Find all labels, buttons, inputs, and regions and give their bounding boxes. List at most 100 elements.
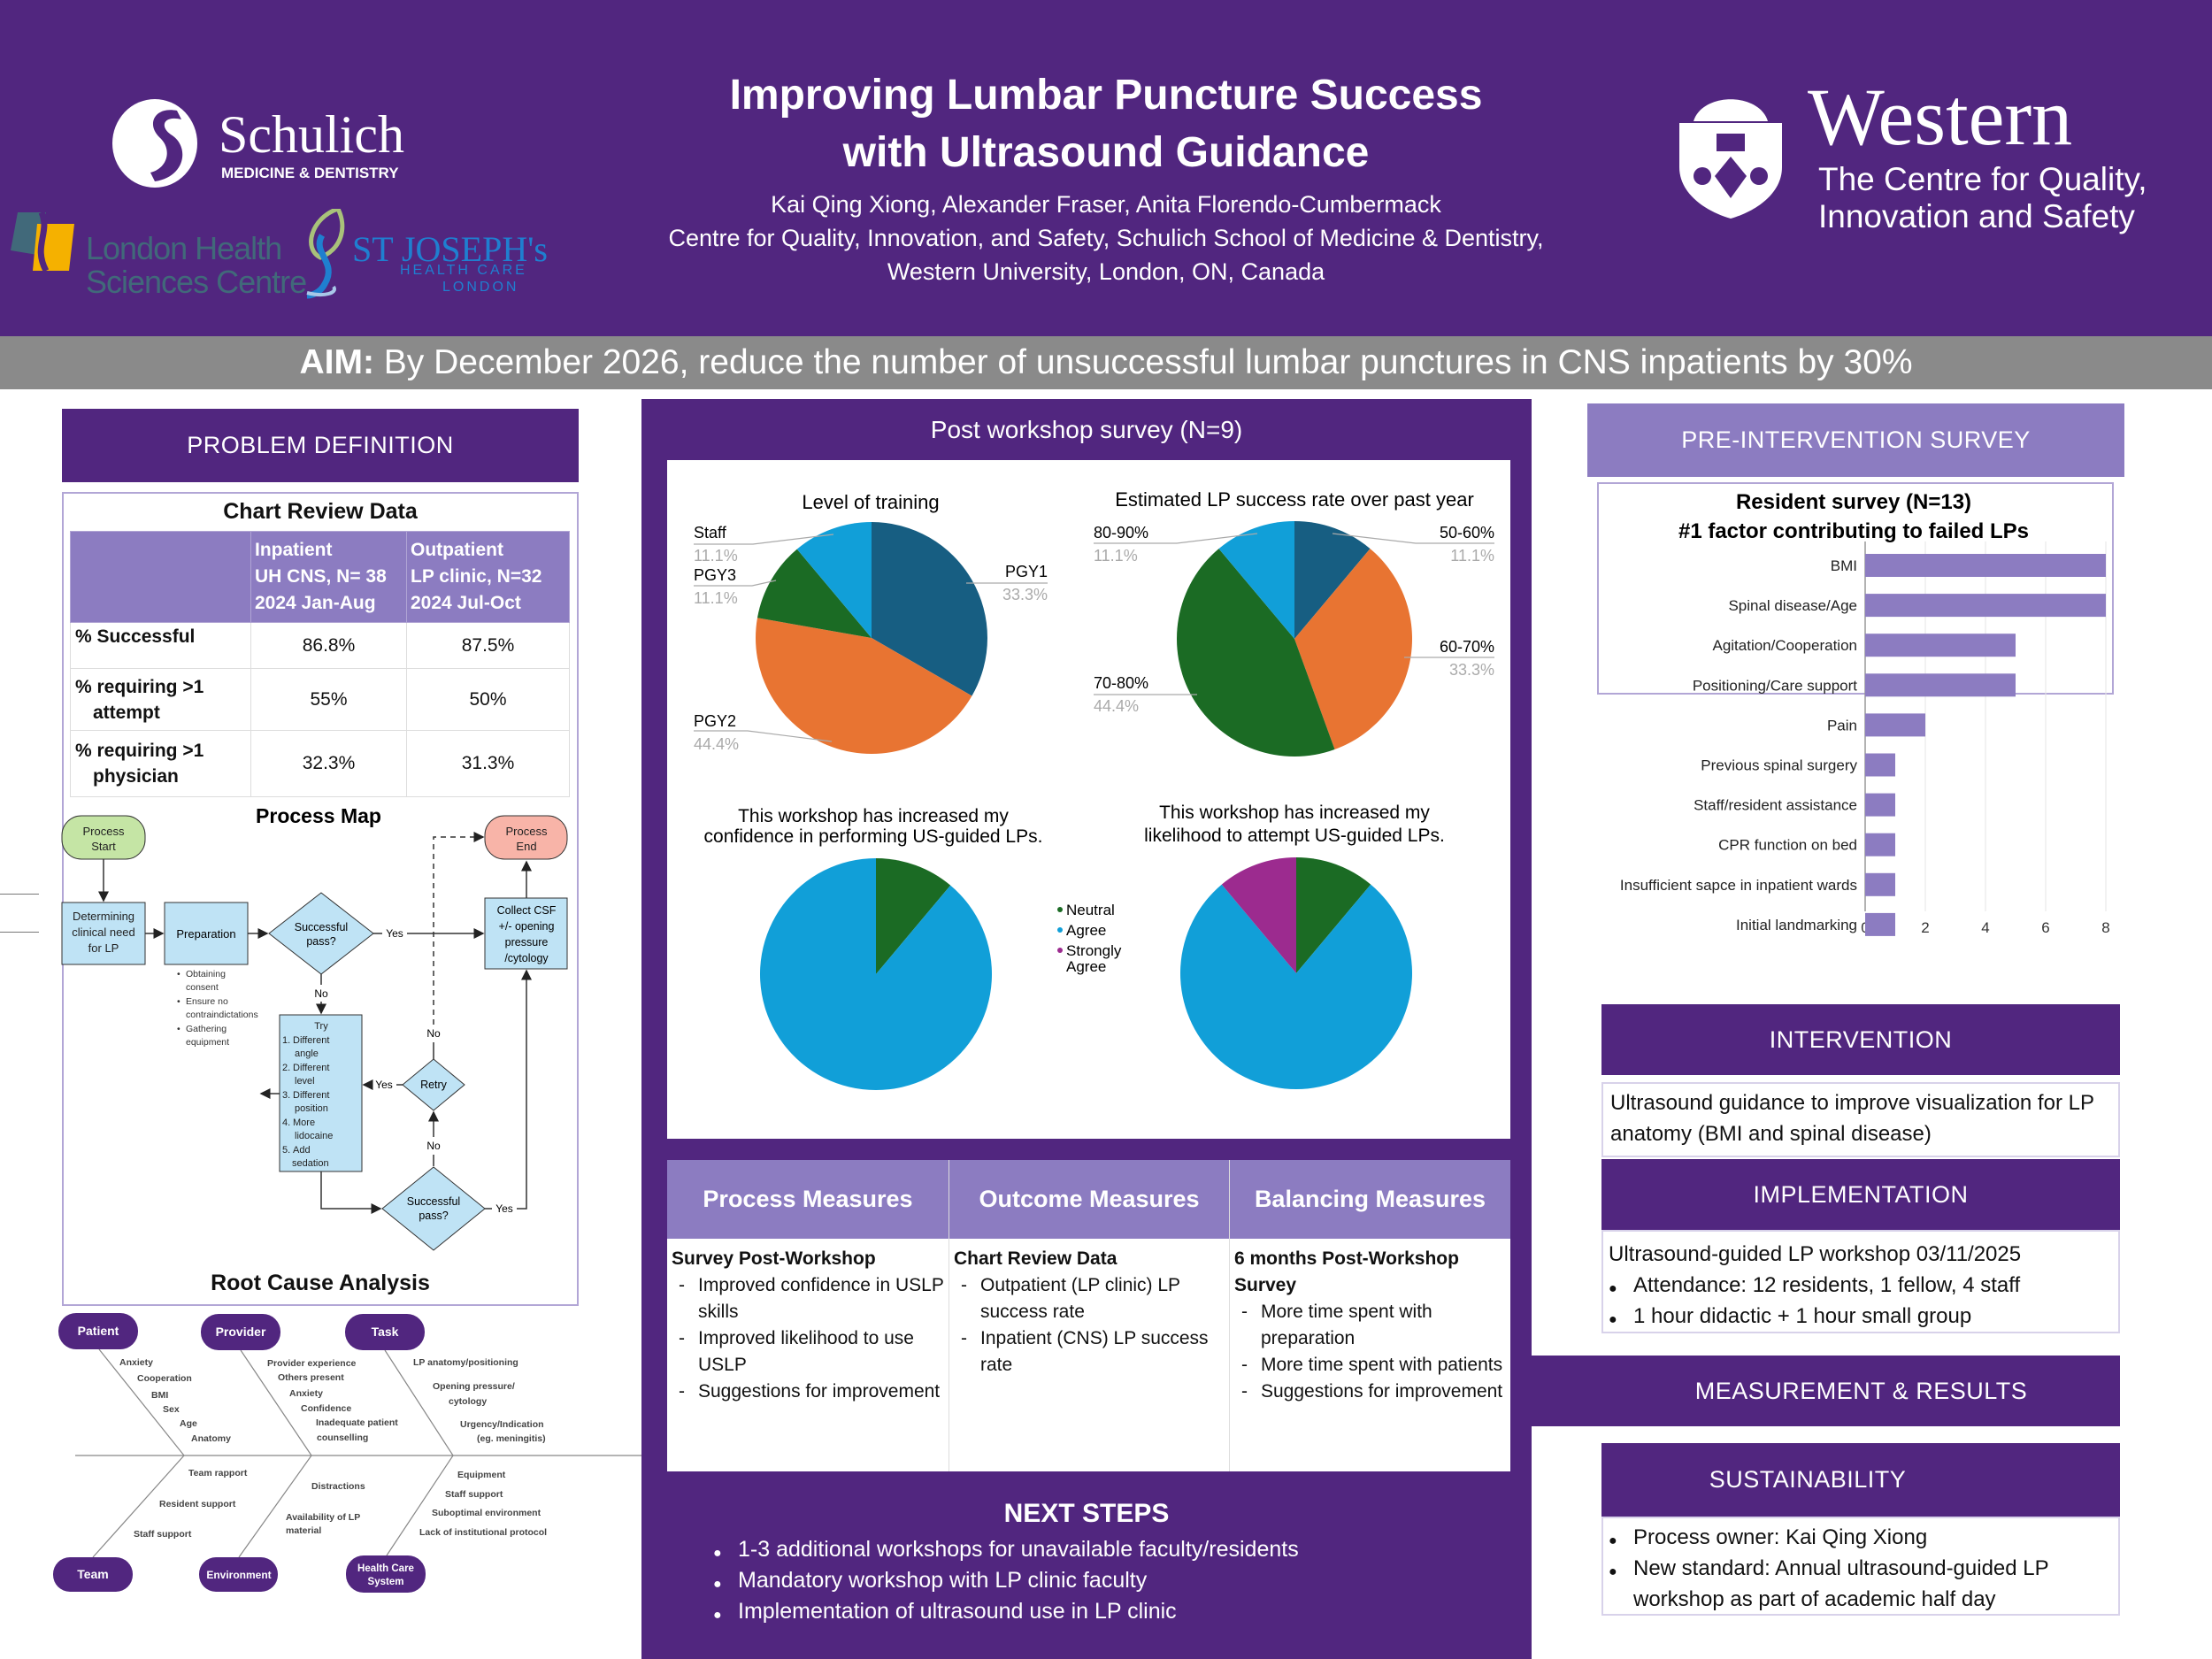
poster-authors: Kai Qing Xiong, Alexander Fraser, Anita … xyxy=(771,191,1441,218)
poster-affiliation-1: Centre for Quality, Innovation, and Safe… xyxy=(668,225,1544,251)
lhsc-logo-icon xyxy=(11,211,74,273)
header-line: UH CNS, N= 38 xyxy=(255,566,387,587)
pie-slice-pgy1 xyxy=(872,522,987,696)
category-label: Provider xyxy=(216,1325,266,1339)
lhsc-logo-text-2: Sciences Centre xyxy=(86,264,307,300)
cell-value: 31.3% xyxy=(406,730,570,797)
pie-slice-staff xyxy=(796,522,872,638)
cause-label: Sex xyxy=(163,1404,180,1415)
node-label: Try xyxy=(314,1021,328,1032)
bar-category-label: Insufficient sapce in inpatient wards xyxy=(1620,877,1857,894)
node-label: Determining xyxy=(73,910,134,923)
cell-value: 86.8% xyxy=(250,622,407,669)
cause-label: Distractions xyxy=(311,1481,365,1492)
slice-label: 60-70% xyxy=(1440,638,1494,656)
cause-label: Anxiety xyxy=(289,1388,323,1399)
cause-label: Anatomy xyxy=(191,1433,231,1444)
measure-item: More time spent with preparation xyxy=(1234,1299,1506,1352)
aim-bar: AIM: By December 2026, reduce the number… xyxy=(0,336,2212,389)
node-label: Start xyxy=(91,840,116,853)
measure-item: Improved confidence in USLP skills xyxy=(672,1272,944,1325)
slice-label: 70-80% xyxy=(1094,674,1148,692)
header-line: 2024 Jan-Aug xyxy=(255,593,376,613)
pie-slice-70-80- xyxy=(1177,549,1335,757)
legend-swatch xyxy=(1057,907,1063,912)
cause-label: Team rapport xyxy=(188,1468,248,1479)
resident-survey-box xyxy=(1597,482,2114,695)
collect-csf-node xyxy=(484,897,568,970)
pie-slice-strongly-agree xyxy=(1221,857,1296,973)
node-label: level xyxy=(295,1076,315,1087)
node-label: position xyxy=(295,1103,328,1114)
category-label: Team xyxy=(77,1567,109,1581)
measures-columns: Process Measures Survey Post-Workshop Im… xyxy=(667,1160,1510,1471)
node-label: for LP xyxy=(88,941,119,955)
pie-success-rate xyxy=(1177,521,1412,757)
cause-label: Confidence xyxy=(301,1403,351,1414)
implementation-text: Ultrasound-guided LP workshop 03/11/2025 xyxy=(1609,1242,2022,1266)
cause-label: Resident support xyxy=(159,1499,236,1509)
bar xyxy=(1865,713,1925,737)
pie-slice-neutral xyxy=(876,858,951,974)
node-label: pass? xyxy=(419,1210,448,1222)
measure-item: Inpatient (CNS) LP success rate xyxy=(954,1325,1225,1379)
legend-swatch xyxy=(1057,927,1063,933)
cause-label: BMI xyxy=(151,1390,168,1401)
pie-slice-agree xyxy=(760,858,993,1090)
column-subtitle: Survey Post-Workshop xyxy=(672,1248,876,1269)
pie-confidence xyxy=(760,858,993,1090)
column-header: Balancing Measures xyxy=(1230,1160,1510,1239)
svg-text:•: • xyxy=(177,996,180,1007)
bar-category-label: Spinal disease/Age xyxy=(1728,597,1857,614)
bar xyxy=(1865,753,1895,777)
node-label: angle xyxy=(295,1048,319,1059)
node-label: More xyxy=(293,1118,315,1128)
cause-label: LP anatomy/positioning xyxy=(413,1357,518,1368)
pie-legend: Neutral Agree Strongly Agree xyxy=(1057,902,1122,975)
slice-label: Staff xyxy=(694,524,727,541)
category-provider xyxy=(201,1314,280,1350)
node-label: Different xyxy=(293,1063,329,1073)
node-label: +/- opening xyxy=(499,920,555,933)
bar-category-label: Positioning/Care support xyxy=(1693,677,1857,694)
yes-label: Yes xyxy=(386,927,403,940)
cell-value: 50% xyxy=(406,668,570,731)
node-label: Successful xyxy=(407,1195,460,1208)
bar xyxy=(1865,793,1895,817)
category-patient xyxy=(58,1313,138,1349)
slice-label: PGY2 xyxy=(694,712,736,730)
measure-item: Suggestions for improvement xyxy=(1234,1379,1506,1405)
pie-slice-pgy3 xyxy=(757,549,872,638)
preparation-node xyxy=(164,902,249,965)
legend-label: Agree xyxy=(1066,958,1106,975)
svg-text:•: • xyxy=(177,969,180,979)
chart-review-title: Chart Review Data xyxy=(223,499,418,524)
bar xyxy=(1865,634,2016,657)
category-label: Task xyxy=(372,1325,399,1339)
outcome-measures-column: Outcome Measures Chart Review Data Outpa… xyxy=(949,1160,1230,1471)
bar-category-label: BMI xyxy=(1831,557,1857,574)
measurement-results-header: MEASUREMENT & RESULTS xyxy=(1532,1356,2120,1426)
schulich-logo-subtext: MEDICINE & DENTISTRY xyxy=(221,165,399,181)
table-header-empty xyxy=(70,531,251,623)
svg-text:•: • xyxy=(177,1024,180,1034)
category-label: System xyxy=(368,1577,404,1587)
cause-label: Staff support xyxy=(445,1489,503,1500)
cell-value: 32.3% xyxy=(250,730,407,797)
bullet-text: contraindictations xyxy=(186,1010,258,1020)
implementation-bullet: Attendance: 12 residents, 1 fellow, 4 st… xyxy=(1609,1270,2113,1304)
pie-likelihood xyxy=(1180,857,1412,1089)
sjhc-logo-text: ST JOSEPH's xyxy=(352,229,548,269)
sjhc-logo-subtext-1: HEALTH CARE xyxy=(400,263,527,278)
poster-header: Schulich MEDICINE & DENTISTRY London Hea… xyxy=(0,0,2212,336)
next-step-item: 1-3 additional workshops for unavailable… xyxy=(713,1534,1299,1569)
lhsc-logo-text-1: London Health xyxy=(86,230,282,266)
column-subtitle: 6 months Post-Workshop Survey xyxy=(1234,1248,1459,1295)
decision-retry xyxy=(402,1058,465,1111)
western-shield-icon xyxy=(1679,99,1782,219)
